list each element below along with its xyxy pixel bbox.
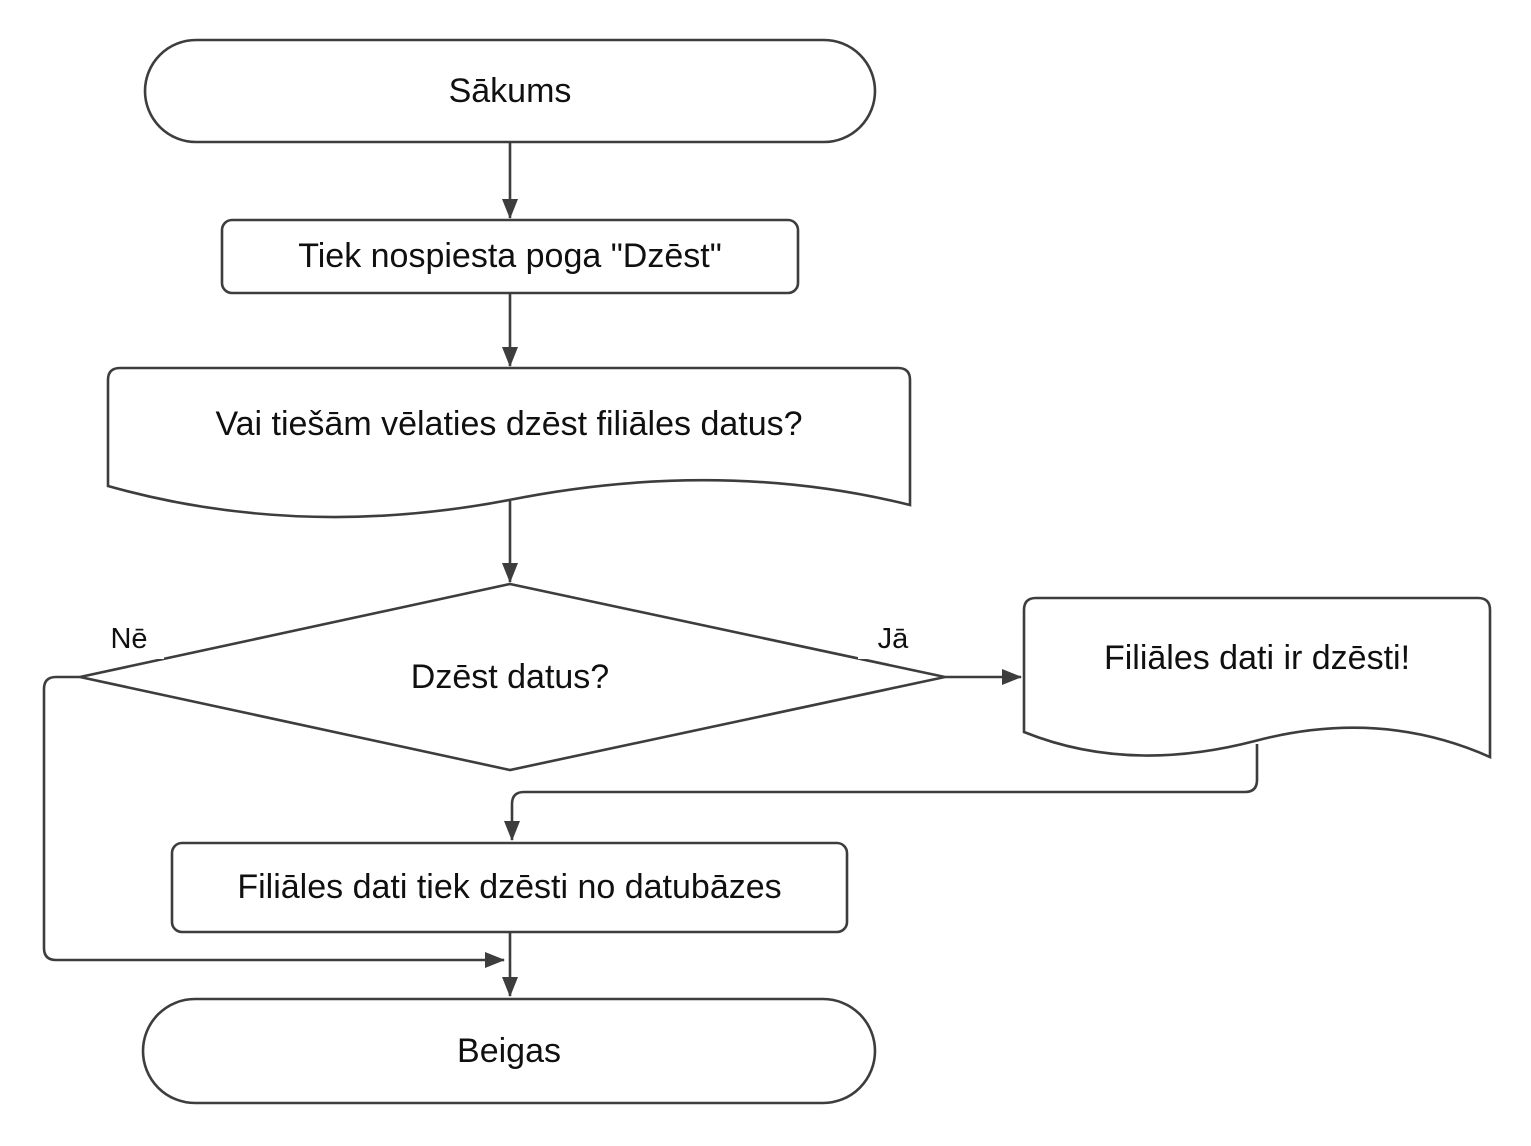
edge-deleted-to-delete-process [504,744,1259,841]
confirm-dialog-document-shape [106,366,912,519]
delete-process-shape [170,841,849,934]
decision-diamond-shape [79,582,946,772]
press-button-process-shape [220,218,800,295]
end-terminator-shape [141,997,877,1105]
start-terminator-shape [143,38,877,144]
edge-decision-to-end-no [42,675,505,968]
deleted-message-document-shape [1022,596,1492,760]
